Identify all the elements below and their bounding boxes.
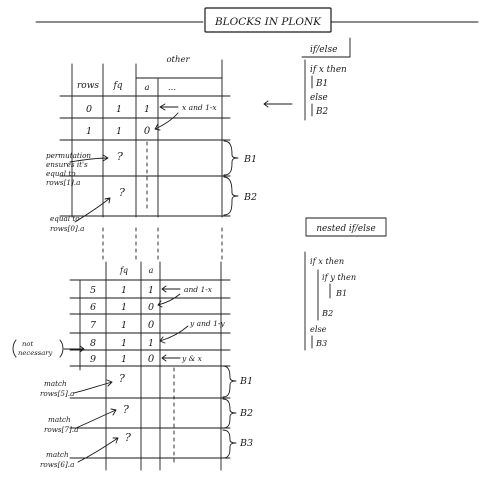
t2-b3-label: B3 [239,438,253,449]
t1-q1: ? [117,150,123,163]
t2-row7-note: y and 1-y [189,319,225,328]
table-row: 7 1 0 y and 1-y [90,319,225,331]
t1-header-other: other [166,55,190,65]
nested-line-2: if y then [322,272,356,282]
t1-brace-b1 [223,140,239,176]
t2-row6-rows: 6 [90,302,96,313]
t1-row0-note: x and 1-x [182,103,217,112]
t1-row0-rows: 0 [86,104,92,115]
t2-q2: ? [123,403,129,416]
t2-row8-a: 1 [148,338,154,349]
t2-row5-arrow [161,285,181,293]
table-row: 8 1 1 [90,325,189,349]
t1-q2: ? [119,186,125,199]
t1-row0-arrow [159,103,179,111]
t2-brace-b3 [222,429,237,459]
if-else-block: if/else if x then B1 else B2 [263,37,351,121]
title-text: BLOCKS IN PLONK [214,16,322,28]
t1-note2: equal to rows[0].a [50,214,84,233]
t1-header-fq: fq [112,81,122,91]
table-row: 6 1 0 [90,293,181,313]
t2-row9-note: y & x [181,354,203,363]
t1-row1-arrow [154,112,179,131]
nested-line-4: B2 [321,308,333,318]
t2-row7-rows: 7 [90,320,97,331]
t2-match3-arrow [77,437,119,463]
t2-match3: match rows[6].a [40,450,74,469]
t1-header-dots: ... [168,83,176,93]
t2-row5-note: and 1-x [184,285,213,294]
t1-row1-a: 0 [144,126,151,137]
t1-b2-label: B2 [243,192,257,203]
nested-line-6: B3 [315,338,327,348]
t1-brace-b2 [223,176,239,216]
t2-match2: match rows[7].a [44,415,78,434]
t2-header-fq: fq [119,266,128,275]
t1-note1: permutation ensures it's equal to rows[1… [46,151,93,187]
t2-row6-fq: 1 [121,302,127,313]
if-else-label-underline [301,37,351,58]
t2-row9-rows: 9 [90,354,96,365]
t2-row6-a: 0 [148,302,154,313]
t2-row9-arrow [161,354,181,362]
t2-brace-b2 [222,398,237,429]
t2-row5-fq: 1 [121,285,127,296]
nested-label-box [305,217,387,237]
title-group: BLOCKS IN PLONK [35,7,479,33]
nested-line-3: B1 [335,288,347,298]
t2-not-necessary: not necessary [18,340,53,357]
nested-line-5: else [310,324,327,334]
t1-header-a: a [144,83,149,93]
if-else-label: if/else [310,45,337,55]
t2-not-necessary-arrow [63,345,85,353]
table-row: 9 1 0 y & x [90,354,203,365]
t2-row6-arrow [157,293,181,308]
t2-row9-a: 0 [148,354,155,365]
t1-row0-a: 1 [144,104,150,115]
if-else-line-1: if x then [310,65,347,75]
t2-row7-a: 0 [148,320,155,331]
table-gap-dashes [102,227,223,261]
t1-b1-label: B1 [243,154,257,165]
t2-match1: match rows[5].a [40,379,74,398]
t1-row1-fq: 1 [116,126,122,137]
t1-note2-arrow [74,197,111,223]
t2-row7-fq: 1 [121,320,127,331]
if-else-line-2: B1 [315,79,328,89]
if-else-line-4: B2 [315,107,328,117]
t2-header-a: a [149,266,154,275]
t2-row8-fq: 1 [121,338,127,349]
t1-header-rows: rows [77,81,99,91]
t2-row8-arrow [159,325,189,344]
t2-b1-label: B1 [239,376,253,387]
if-else-line-3: else [310,93,328,103]
t1-row0-fq: 1 [116,104,122,115]
t1-note1-arrow [69,154,109,163]
nested-label: nested if/else [316,224,375,234]
table-two: fq a 5 1 1 and 1-x 6 1 0 7 1 0 y and 1-y… [12,261,253,471]
t2-q1: ? [119,372,125,385]
table-one: rows fq other a ... 0 1 1 x and 1-x 1 1 … [46,55,257,233]
t2-not-necessary-bracket [12,339,64,358]
t2-q3: ? [125,431,131,444]
if-else-pointer-arrow [263,100,293,108]
t2-row8-rows: 8 [90,338,96,349]
title-box [204,7,332,33]
t2-row9-fq: 1 [121,354,127,365]
t2-b2-label: B2 [239,408,253,419]
t2-row5-rows: 5 [90,285,96,296]
t2-match2-arrow [75,408,117,429]
nested-line-1: if x then [310,256,344,266]
t2-row5-a: 1 [148,285,154,296]
t2-match1-arrow [73,379,113,394]
nested-if-else-block: nested if/else if x then if y then B1 B2… [304,217,387,351]
t2-brace-b1 [222,365,237,398]
table-row: 5 1 1 and 1-x [90,285,213,296]
t1-row1-rows: 1 [86,126,92,137]
